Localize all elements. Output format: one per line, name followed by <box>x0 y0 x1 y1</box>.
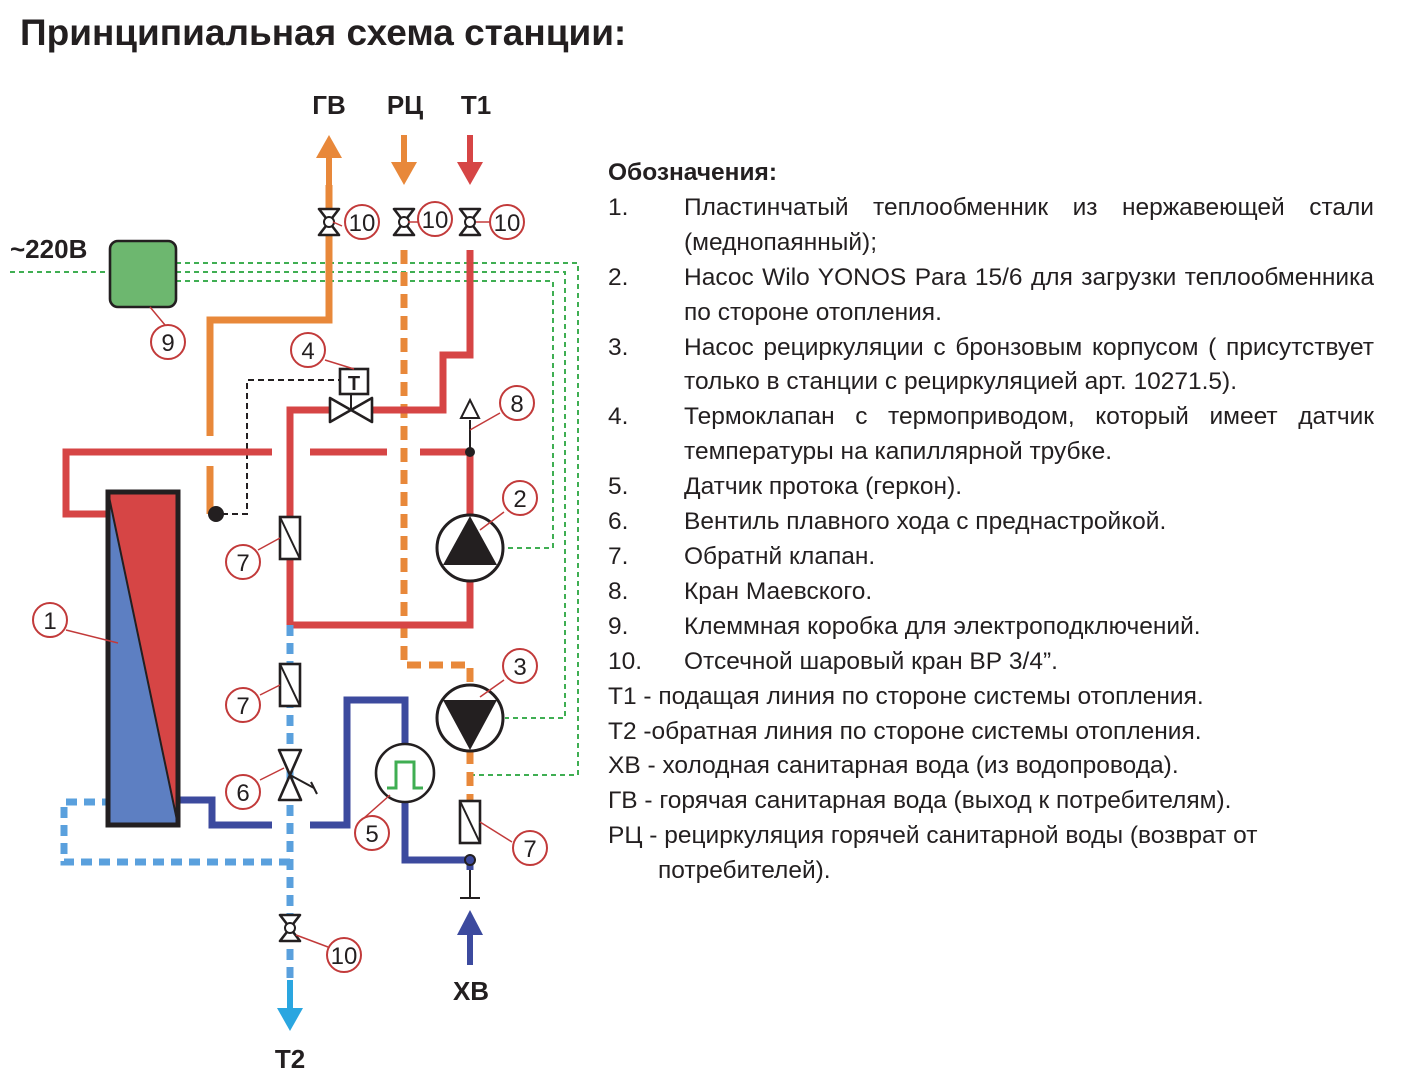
flow-sensor <box>374 742 436 804</box>
callout-10-gv: 10 <box>344 204 380 240</box>
legend-item: 7. Обратнй клапан. <box>608 540 1374 575</box>
label-power: ~220В <box>10 234 87 264</box>
callouts: 1 2 3 4 5 6 7 7 7 7 8 9 10 10 10 10 <box>32 201 548 973</box>
callout-10-rc: 10 <box>417 201 453 237</box>
legend-text: Клеммная коробка для электроподключений. <box>684 612 1201 640</box>
legend-item: 4. Термоклапан с термоприводом, который и… <box>608 400 1374 470</box>
legend-text: Кран Маевского. <box>684 577 873 605</box>
legend-num: 10. <box>608 647 643 675</box>
capillary-tube <box>216 379 354 515</box>
heat-exchanger <box>105 489 181 828</box>
legend-num: 1. <box>608 193 629 221</box>
legend-item: 6. Вентиль плавного хода с преднастройкой… <box>608 505 1374 540</box>
legend-num: 9. <box>608 612 629 640</box>
legend-item: 1. Пластинчатый теплообменник из нержавею… <box>608 191 1374 261</box>
callout-10-t2: 10 <box>326 937 362 973</box>
callout-1: 1 <box>32 602 68 638</box>
legend-item: 8. Кран Маевского. <box>608 575 1374 610</box>
check-valve-recirc <box>458 799 482 845</box>
ball-valve-gv <box>317 207 341 237</box>
legend-item: 3. Насос рециркуляции с бронзовым корпусо… <box>608 331 1374 401</box>
legend-num: 6. <box>608 508 629 536</box>
label-t2: Т2 <box>275 1044 305 1074</box>
page-title: Принципиальная схема станции: <box>20 12 627 53</box>
legend-item: 9. Клеммная коробка для электроподключени… <box>608 610 1374 645</box>
legend-item: 10. Отсечной шаровый кран ВР 3/4”. <box>608 645 1374 680</box>
legend-abbreviation: ГВ - горячая санитарная вода (выход к по… <box>608 787 1232 815</box>
callout-8: 8 <box>499 385 535 421</box>
legend-title: Обозначения: <box>608 159 777 186</box>
callout-3: 3 <box>502 648 538 684</box>
callout-leaders <box>65 221 513 948</box>
label-gv: ГВ <box>312 90 346 120</box>
callout-10-t1: 10 <box>489 204 525 240</box>
thermo-symbol: T <box>348 373 360 395</box>
label-t1: Т1 <box>461 90 491 120</box>
legend-text: Пластинчатый теплообменник из нержавеюще… <box>684 193 1374 256</box>
svg-text:7: 7 <box>236 693 249 720</box>
legend-text: Насос Wilo YONOS Para 15/6 для загрузки … <box>684 263 1374 326</box>
legend-text: Датчик протока (геркон). <box>684 473 963 501</box>
svg-text:10: 10 <box>349 210 376 237</box>
flow-arrows <box>277 135 483 1031</box>
svg-text:4: 4 <box>301 338 314 365</box>
label-hv: ХВ <box>453 976 489 1006</box>
heating-pump <box>435 513 505 583</box>
svg-text:5: 5 <box>365 821 378 848</box>
callout-7-recirc: 7 <box>512 830 548 866</box>
ball-valve-t2 <box>278 913 302 943</box>
legend-text: Отсечной шаровый кран ВР 3/4”. <box>684 647 1058 675</box>
legend-num: 8. <box>608 577 629 605</box>
cold-water-stop <box>460 854 480 899</box>
legend-num: 5. <box>608 473 629 501</box>
legend-text: Обратнй клапан. <box>684 542 876 570</box>
legend-num: 2. <box>608 263 629 291</box>
legend-abbreviation: РЦ - рециркуляция горячей санитарной вод… <box>608 822 1258 885</box>
flow-labels: ГВ РЦ Т1 Т2 ХВ ~220В <box>10 90 491 1074</box>
svg-text:8: 8 <box>510 391 523 418</box>
legend-num: 7. <box>608 542 629 570</box>
callout-5: 5 <box>354 815 390 851</box>
legend-text: Вентиль плавного хода с преднастройкой. <box>684 508 1167 536</box>
callout-6: 6 <box>225 774 261 810</box>
label-rc: РЦ <box>387 90 423 120</box>
svg-text:7: 7 <box>523 836 536 863</box>
check-valve-return <box>278 662 302 708</box>
legend: Обозначения: 1. Пластинчатый теплообменни… <box>608 156 1374 889</box>
legend-num: 4. <box>608 403 629 431</box>
electric-wiring <box>10 262 579 776</box>
callout-2: 2 <box>502 480 538 516</box>
svg-text:7: 7 <box>236 550 249 577</box>
legend-item: 2. Насос Wilo YONOS Para 15/6 для загрузк… <box>608 261 1374 331</box>
sensor-node <box>208 506 224 522</box>
pipes <box>60 185 474 985</box>
svg-text:9: 9 <box>161 330 174 357</box>
balancing-valve <box>277 748 318 802</box>
recirculation-pump <box>435 683 505 753</box>
callout-9: 9 <box>150 324 186 360</box>
thermostatic-valve: T <box>328 367 374 424</box>
junction-box <box>108 239 178 309</box>
svg-text:10: 10 <box>331 943 358 970</box>
check-valve-supply <box>278 515 302 561</box>
svg-text:6: 6 <box>236 780 249 807</box>
legend-abbreviation: ХВ - холодная санитарная вода (из водопр… <box>608 752 1179 780</box>
callout-7-return: 7 <box>225 687 261 723</box>
svg-text:3: 3 <box>513 654 526 681</box>
callout-7-supply: 7 <box>225 544 261 580</box>
svg-text:2: 2 <box>513 486 526 513</box>
legend-text: Термоклапан с термоприводом, который име… <box>684 403 1374 466</box>
svg-text:10: 10 <box>422 207 449 234</box>
callout-4: 4 <box>290 332 326 368</box>
legend-num: 3. <box>608 333 629 361</box>
legend-abbreviation: Т1 - подащая линия по стороне системы от… <box>608 682 1204 710</box>
legend-item: 5. Датчик протока (геркон). <box>608 470 1374 505</box>
legend-text: Насос рециркуляции с бронзовым корпусом … <box>684 333 1374 396</box>
svg-text:1: 1 <box>43 608 56 635</box>
air-vent <box>459 397 481 457</box>
svg-text:10: 10 <box>494 210 521 237</box>
legend-abbreviation: Т2 -обратная линия по стороне системы от… <box>608 717 1202 745</box>
